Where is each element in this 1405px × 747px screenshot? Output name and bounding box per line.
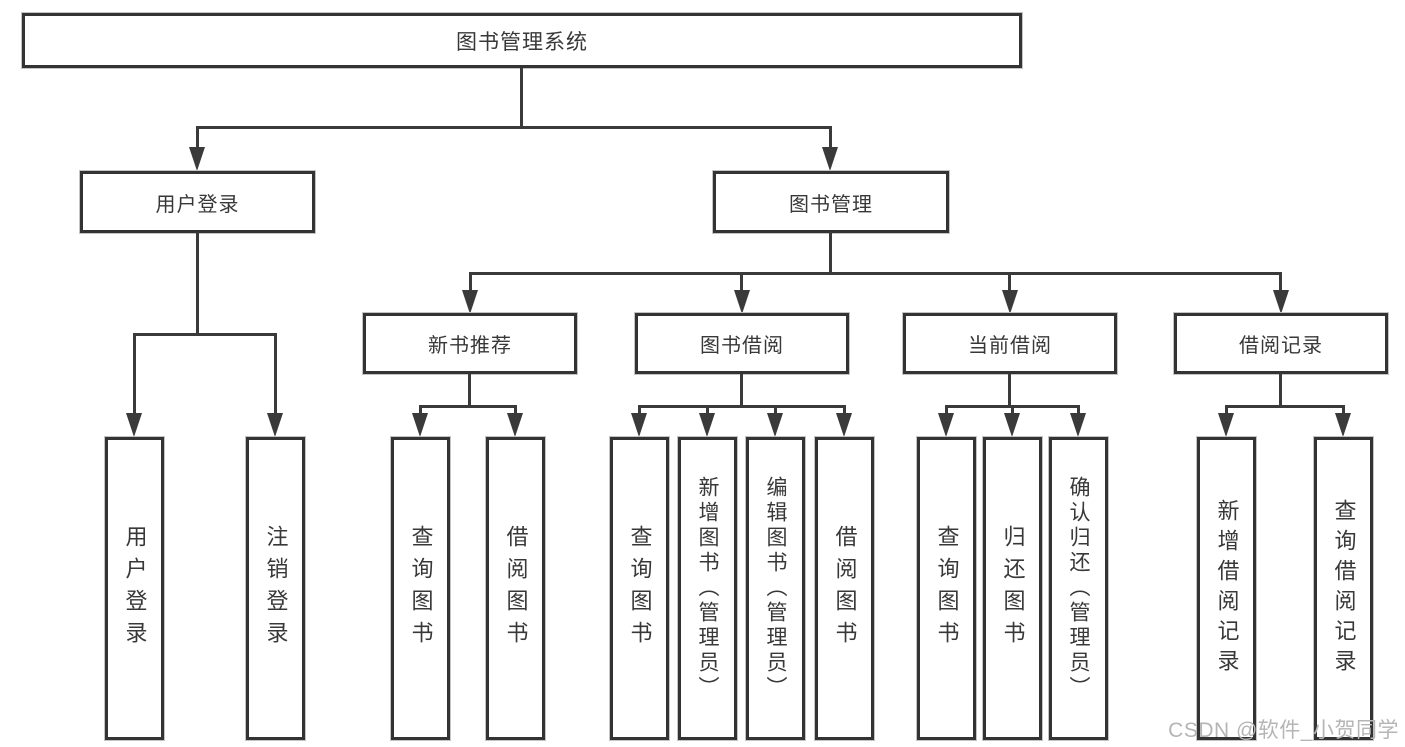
arrow-down-icon [1218, 413, 1234, 437]
connector-line [1279, 272, 1282, 293]
connector-line [419, 405, 422, 415]
connector-line [419, 405, 517, 408]
connector-line [1011, 405, 1014, 415]
node-book-mgmt: 图书管理 [713, 171, 949, 233]
connector-line [829, 232, 832, 275]
node-leaf-add-borrow-record: 新增借阅记录 [1197, 437, 1256, 740]
connector-line [520, 68, 523, 127]
node-leaf-logout: 注销登录 [246, 437, 305, 740]
arrow-down-icon [734, 290, 750, 314]
connector-line [638, 405, 846, 408]
node-leaf-borrow-books-newbooks: 借阅图书 [486, 437, 545, 740]
arrow-down-icon [1004, 413, 1020, 437]
node-user-login: 用户登录 [80, 171, 315, 233]
connector-line [945, 405, 948, 415]
connector-line [1225, 405, 1228, 415]
arrow-down-icon [507, 413, 523, 437]
arrow-down-icon [822, 147, 838, 171]
node-leaf-query-books-newbooks: 查询图书 [391, 437, 450, 740]
connector-line [638, 405, 641, 415]
connector-line [196, 126, 199, 150]
arrow-down-icon [189, 147, 205, 171]
connector-line [514, 405, 517, 415]
connector-line [1077, 405, 1080, 415]
arrow-down-icon [1335, 413, 1351, 437]
node-leaf-edit-books-admin: 编辑图书（管理员） [746, 437, 805, 740]
arrow-down-icon [699, 413, 715, 437]
arrow-down-icon [412, 413, 428, 437]
connector-line [196, 232, 199, 336]
node-leaf-query-borrow-record: 查询借阅记录 [1314, 437, 1373, 740]
connector-line [843, 405, 846, 415]
arrow-down-icon [1002, 290, 1018, 314]
arrow-down-icon [836, 413, 852, 437]
arrow-down-icon [938, 413, 954, 437]
node-leaf-confirm-return-admin: 确认归还（管理员） [1049, 437, 1108, 740]
connector-line [468, 373, 471, 407]
node-leaf-borrow-books: 借阅图书 [815, 437, 874, 740]
node-root-system: 图书管理系统 [22, 13, 1022, 68]
csdn-watermark: CSDN @软件_小贺同学 [1168, 719, 1399, 742]
node-new-books: 新书推荐 [363, 313, 577, 374]
connector-line [196, 126, 832, 129]
node-book-borrow: 图书借阅 [635, 313, 849, 374]
connector-line [1279, 373, 1282, 407]
connector-line [740, 272, 743, 293]
connector-line [133, 333, 277, 336]
node-leaf-add-books-admin: 新增图书（管理员） [678, 437, 737, 740]
connector-line [1225, 405, 1345, 408]
node-leaf-query-books-borrow: 查询图书 [610, 437, 669, 740]
arrow-down-icon [126, 413, 142, 437]
node-leaf-user-login: 用户登录 [105, 437, 164, 740]
connector-line [274, 333, 277, 413]
node-current-borrow: 当前借阅 [903, 313, 1117, 374]
arrow-down-icon [267, 413, 283, 437]
connector-line [1008, 373, 1011, 407]
arrow-down-icon [462, 290, 478, 314]
connector-line [706, 405, 709, 415]
node-leaf-return-books: 归还图书 [983, 437, 1042, 740]
node-leaf-query-books-current: 查询图书 [917, 437, 976, 740]
connector-line [1342, 405, 1345, 415]
connector-line [1008, 272, 1011, 293]
connector-line [469, 272, 1282, 275]
arrow-down-icon [1273, 290, 1289, 314]
connector-line [469, 272, 472, 293]
connector-line [829, 126, 832, 150]
node-borrow-records: 借阅记录 [1174, 313, 1388, 374]
connector-line [740, 373, 743, 407]
arrow-down-icon [1070, 413, 1086, 437]
connector-line [133, 333, 136, 413]
arrow-down-icon [631, 413, 647, 437]
connector-line [774, 405, 777, 415]
arrow-down-icon [767, 413, 783, 437]
